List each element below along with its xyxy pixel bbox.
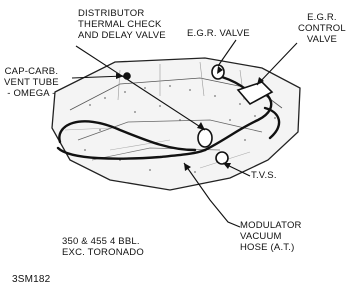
- engine-application-note: 350 & 455 4 BBL. EXC. TORONADO: [62, 236, 144, 258]
- leader-arrowheads: [116, 66, 264, 171]
- egr-valve-label: E.G.R. VALVE: [187, 28, 250, 39]
- figure-code: 3SM182: [12, 274, 51, 285]
- distributor-valve-label: DISTRIBUTOR THERMAL CHECK AND DELAY VALV…: [78, 8, 166, 41]
- vacuum-hoses: [56, 73, 281, 160]
- tvs-label: T.V.S.: [251, 170, 277, 181]
- leader-lines: [71, 39, 298, 228]
- egr-control-valve-label: E.G.R. CONTROL VALVE: [298, 12, 346, 45]
- tvs-body: [215, 151, 229, 165]
- distributor-valve-body: [197, 128, 213, 148]
- modulator-vacuum-hose-label: MODULATOR VACUUM HOSE (A.T.): [240, 220, 302, 253]
- cap-carb-vent-tube-label: CAP-CARB. VENT TUBE - OMEGA -: [4, 66, 59, 99]
- egr-control-valve-body: [236, 81, 274, 106]
